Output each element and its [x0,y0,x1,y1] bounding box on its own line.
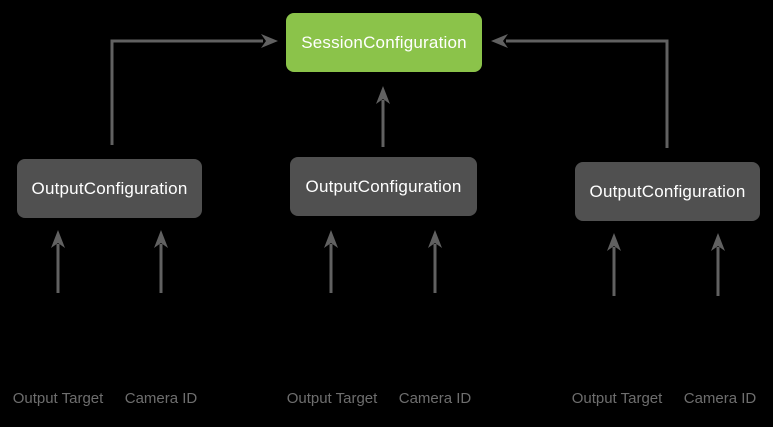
input-label-output-target-3: Output Target [571,390,663,407]
arrow-output-target-3 [607,233,621,296]
arrow-output1-to-session [110,34,278,145]
input-label-output-target-1: Output Target [12,390,104,407]
arrow-camera-id-2 [428,230,442,293]
arrow-camera-id-3 [711,233,725,296]
output-configuration-node-1: OutputConfiguration [17,159,202,218]
arrow-output3-to-session [491,34,669,148]
session-configuration-node: SessionConfiguration [286,13,482,72]
arrow-camera-id-1 [154,230,168,293]
arrow-output-target-2 [324,230,338,293]
input-label-camera-id-1: Camera ID [124,390,198,407]
arrow-output-target-1 [51,230,65,293]
input-label-camera-id-2: Camera ID [398,390,472,407]
input-label-output-target-2: Output Target [286,390,378,407]
output-configuration-node-3: OutputConfiguration [575,162,760,221]
input-label-camera-id-3: Camera ID [683,390,757,407]
arrow-output2-to-session [376,86,390,147]
output-configuration-node-2: OutputConfiguration [290,157,477,216]
